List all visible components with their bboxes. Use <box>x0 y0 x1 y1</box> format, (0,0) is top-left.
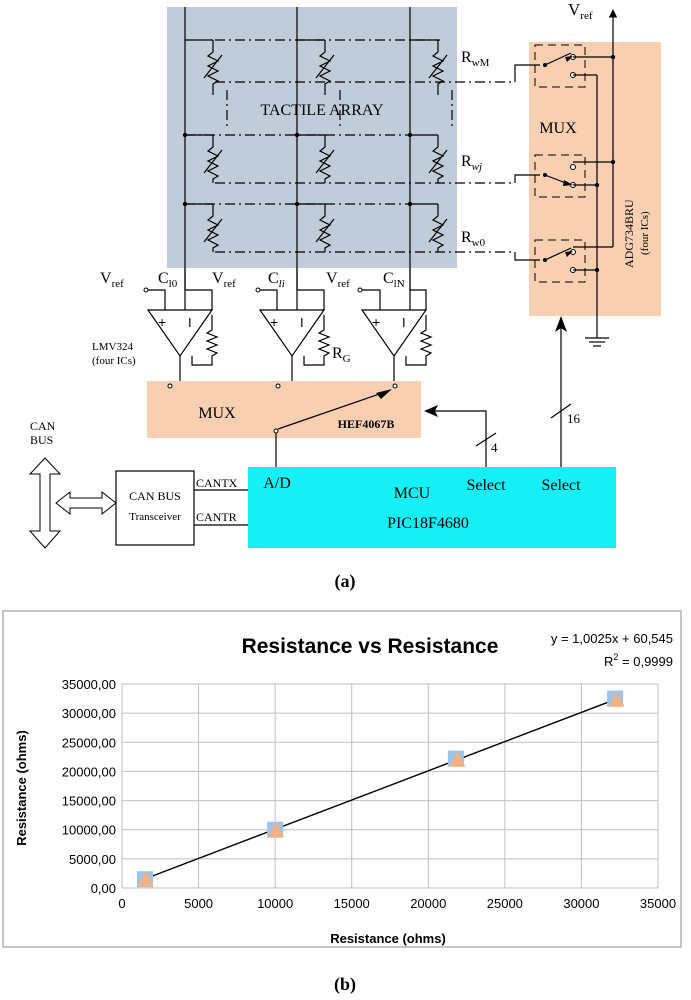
can-bus-label-2: BUS <box>30 433 53 447</box>
y-axis-label: Resistance (ohms) <box>14 730 29 846</box>
cantx-label: CANTX <box>196 476 238 490</box>
x-tick-label: 30000 <box>563 896 599 911</box>
y-tick-label: 35000,00 <box>62 677 116 692</box>
schematic-diagram: TACTILE ARRAY MUX ADG734BRU (four ICs) M… <box>28 0 661 592</box>
select-label-2: Select <box>541 477 581 494</box>
svg-text:16: 16 <box>567 411 581 426</box>
y-tick-label: 20000,00 <box>62 764 116 779</box>
rw-labels: RwM Rwj Rw0 <box>461 49 490 249</box>
svg-text:ClN: ClN <box>383 270 405 290</box>
adg-sub-label: (four ICs) <box>639 211 651 255</box>
row-to-mux-wiring <box>514 64 540 261</box>
chart-title: Resistance vs Resistance <box>242 635 499 658</box>
caption-a: (a) <box>335 571 356 592</box>
mux-right-label: MUX <box>539 120 577 137</box>
hef-label: HEF4067B <box>338 417 395 431</box>
x-tick-label: 15000 <box>334 896 370 911</box>
x-tick-label: 35000 <box>640 896 676 911</box>
select-label-1: Select <box>466 477 506 494</box>
chart-panel: Resistance vs Resistance y = 1,0025x + 6… <box>2 610 682 948</box>
x-tick-label: 20000 <box>410 896 446 911</box>
svg-text:+: + <box>158 314 166 330</box>
svg-text:RG: RG <box>332 345 351 365</box>
svg-text:(four ICs): (four ICs) <box>92 355 136 367</box>
mux-bottom-label: MUX <box>198 405 236 422</box>
opamps: + I + I + I <box>143 268 433 389</box>
svg-text:Vref: Vref <box>212 270 236 290</box>
x-tick-label: 0 <box>118 896 125 911</box>
mux-bottom-switch <box>273 389 392 467</box>
y-tick-label: 25000,00 <box>62 735 116 750</box>
select-lines: 4 16 <box>424 316 581 467</box>
data-point-triangle <box>608 691 625 707</box>
trendline-line <box>144 698 617 880</box>
y-tick-label: 30000,00 <box>62 706 116 721</box>
r-squared-label: R2 = 0,9999 <box>604 652 673 669</box>
trendline-equation: y = 1,0025x + 60,545 <box>551 631 673 646</box>
svg-text:Rwj: Rwj <box>461 153 482 173</box>
svg-text:4: 4 <box>491 440 498 455</box>
tactile-array-label: TACTILE ARRAY <box>260 102 383 119</box>
caption-b: (b) <box>334 974 356 995</box>
vref-top-label: Vref <box>568 0 593 22</box>
mcu-label: MCU <box>394 485 431 502</box>
tactile-array-panel <box>167 7 457 268</box>
pic-label: PIC18F4680 <box>387 515 469 532</box>
svg-text:I: I <box>402 315 406 330</box>
array-resistors <box>185 39 448 252</box>
svg-text:Vref: Vref <box>326 270 350 290</box>
cantr-label: CANTR <box>196 510 237 524</box>
y-tick-label: 15000,00 <box>62 794 116 809</box>
opamp-labels: Vref Vref Vref Cl0 Cli ClN LMV324 (four … <box>92 270 405 367</box>
chart-gridlines <box>121 683 659 889</box>
trendline <box>144 698 617 880</box>
chart-border <box>2 610 682 948</box>
can-link-arrow <box>55 490 117 516</box>
svg-text:+: + <box>372 314 380 330</box>
array-wiring <box>182 7 515 310</box>
ad-label: A/D <box>263 475 291 492</box>
svg-text:LMV324: LMV324 <box>92 341 133 353</box>
data-point-triangle <box>267 822 284 838</box>
svg-text:I: I <box>188 315 192 330</box>
can-bus-label-1: CAN <box>30 419 56 433</box>
mux-right-switches <box>534 9 618 347</box>
can-bus-arrow <box>28 457 62 549</box>
transceiver-label-2: Transceiver <box>129 511 181 523</box>
data-point-triangle <box>449 751 466 767</box>
adg-label: ADG734BRU <box>622 199 636 268</box>
svg-text:Vref: Vref <box>100 270 124 290</box>
y-tick-label: 10000,00 <box>62 823 116 838</box>
svg-text:Cl0: Cl0 <box>158 270 178 290</box>
y-tick-label: 0,00 <box>91 881 116 896</box>
data-points <box>136 690 625 888</box>
mux-bottom-panel <box>147 381 421 438</box>
svg-text:Cli: Cli <box>268 270 285 290</box>
x-tick-label: 25000 <box>487 896 523 911</box>
x-axis-label: Resistance (ohms) <box>330 931 446 946</box>
can-transceiver-block <box>115 470 195 546</box>
svg-text:RwM: RwM <box>461 49 490 69</box>
data-point-triangle <box>137 871 154 887</box>
y-tick-label: 5000,00 <box>69 852 116 867</box>
x-tick-labels: 0 5000 10000 15000 20000 25000 30000 35000 <box>118 896 676 911</box>
transceiver-label-1: CAN BUS <box>129 489 181 503</box>
svg-text:Rw0: Rw0 <box>461 229 486 249</box>
svg-text:+: + <box>270 314 278 330</box>
mux-right-panel <box>529 42 661 316</box>
svg-text:I: I <box>300 315 304 330</box>
y-tick-labels: 0,00 5000,00 10000,00 15000,00 20000,00 25000… <box>62 677 116 896</box>
x-tick-label: 10000 <box>257 896 293 911</box>
mcu-block <box>248 467 616 548</box>
x-tick-label: 5000 <box>184 896 213 911</box>
